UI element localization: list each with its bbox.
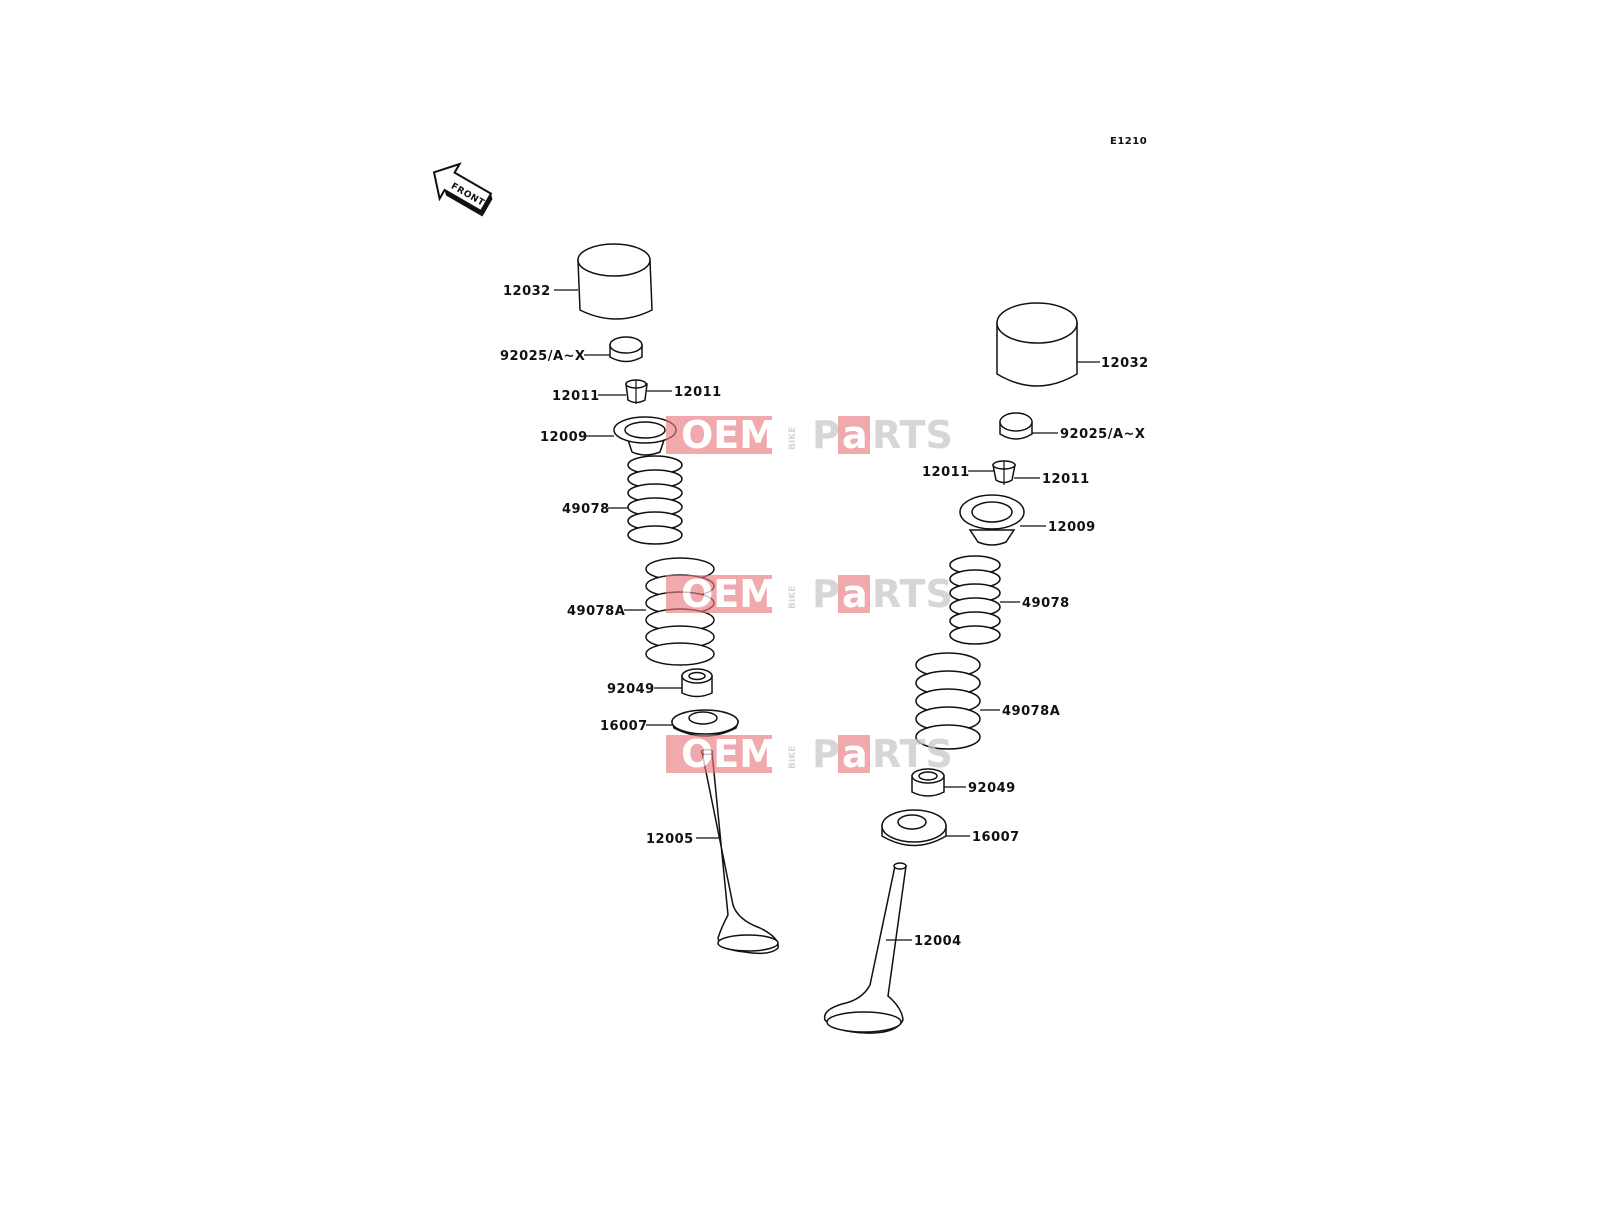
right-shim-92025 <box>999 412 1033 440</box>
right-seal-92049 <box>911 768 945 797</box>
right-valve-12004 <box>823 862 907 1034</box>
label-right-12009: 12009 <box>1048 520 1096 535</box>
label-left-92025: 92025/A~X <box>500 349 585 364</box>
label-left-12032: 12032 <box>503 284 551 299</box>
watermark-rts: RTS <box>872 572 953 616</box>
left-valve-12005 <box>700 748 779 955</box>
right-tappet-12032 <box>996 302 1078 387</box>
right-seat-16007 <box>881 809 947 847</box>
watermark-rts: RTS <box>872 732 953 776</box>
label-left-12011-a: 12011 <box>552 389 600 404</box>
label-right-12004: 12004 <box>914 934 962 949</box>
label-right-12011-a: 12011 <box>922 465 970 480</box>
right-spring-49078A <box>915 652 981 750</box>
watermark-oem: OEM <box>681 413 777 457</box>
front-arrow-icon: FRONT <box>432 162 493 217</box>
label-left-49078A: 49078A <box>567 604 625 619</box>
label-left-92049: 92049 <box>607 682 655 697</box>
watermark-a: a <box>842 413 868 457</box>
watermark-p: P <box>812 732 840 776</box>
left-tappet-12032 <box>577 243 653 320</box>
watermark-a: a <box>842 732 868 776</box>
label-right-12011-b: 12011 <box>1042 472 1090 487</box>
label-right-12032: 12032 <box>1101 356 1149 371</box>
right-retainer-12009 <box>959 494 1025 546</box>
diagram-code: E1210 <box>1110 136 1147 147</box>
watermark-oembikeparts: OEM BIKE P a RTS <box>666 732 953 776</box>
watermark-oem: OEM <box>681 572 777 616</box>
watermark-oembikeparts: OEM BIKE P a RTS <box>666 413 953 457</box>
watermark-bike: BIKE <box>788 427 798 450</box>
label-right-92049: 92049 <box>968 781 1016 796</box>
watermark-bike: BIKE <box>788 586 798 609</box>
left-spring-49078 <box>627 455 683 545</box>
left-cotter-12011 <box>625 379 648 404</box>
watermark-rts: RTS <box>872 413 953 457</box>
label-left-16007: 16007 <box>600 719 648 734</box>
watermark-a: a <box>842 572 868 616</box>
watermark-p: P <box>812 413 840 457</box>
label-left-12009: 12009 <box>540 430 588 445</box>
left-seal-92049 <box>681 668 713 698</box>
watermark-bike: BIKE <box>788 746 798 769</box>
left-retainer-12009 <box>613 416 677 456</box>
label-right-49078A: 49078A <box>1002 704 1060 719</box>
label-right-16007: 16007 <box>972 830 1020 845</box>
label-right-49078: 49078 <box>1022 596 1070 611</box>
label-left-49078: 49078 <box>562 502 610 517</box>
label-right-92025: 92025/A~X <box>1060 427 1145 442</box>
left-seat-16007 <box>670 709 740 737</box>
watermark-p: P <box>812 572 840 616</box>
left-shim-92025 <box>609 336 643 363</box>
label-left-12011-b: 12011 <box>674 385 722 400</box>
right-cotter-12011 <box>992 460 1016 485</box>
right-spring-49078 <box>949 555 1001 645</box>
label-left-12005: 12005 <box>646 832 694 847</box>
watermark-oem: OEM <box>681 732 777 776</box>
watermark-oembikeparts: OEM BIKE P a RTS <box>666 572 953 616</box>
